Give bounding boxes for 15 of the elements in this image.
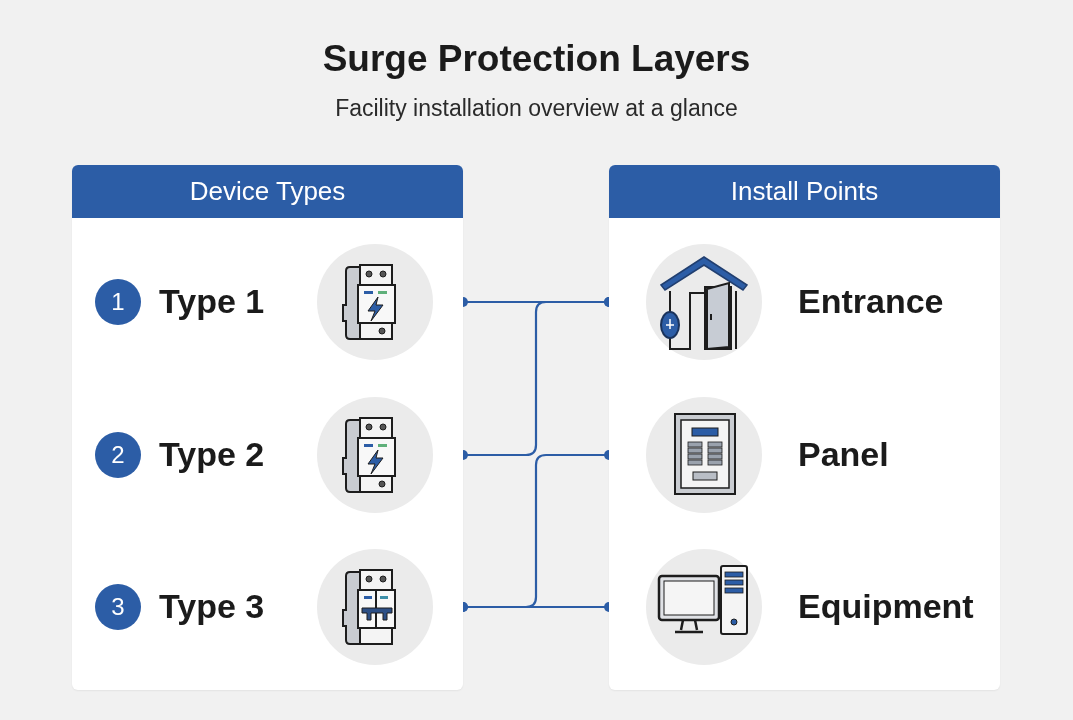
title: Surge Protection Layers (321, 38, 752, 80)
subtitle: Facility installation overview at a glance (334, 95, 739, 122)
number-badge: 2 (95, 432, 141, 478)
item-label: Type 2 (159, 435, 265, 474)
number-badge: 1 (95, 279, 141, 325)
panel-header: Install Points (609, 165, 1000, 218)
item-label: Equipment (798, 587, 974, 626)
item-label: Type 1 (159, 282, 265, 321)
panel-header: Device Types (72, 165, 463, 218)
number-badge: 3 (95, 584, 141, 630)
item-label: Panel (798, 435, 889, 474)
item-label: Type 3 (159, 587, 265, 626)
panel-card (609, 165, 1000, 690)
panel-card (72, 165, 463, 690)
item-label: Entrance (798, 282, 944, 321)
